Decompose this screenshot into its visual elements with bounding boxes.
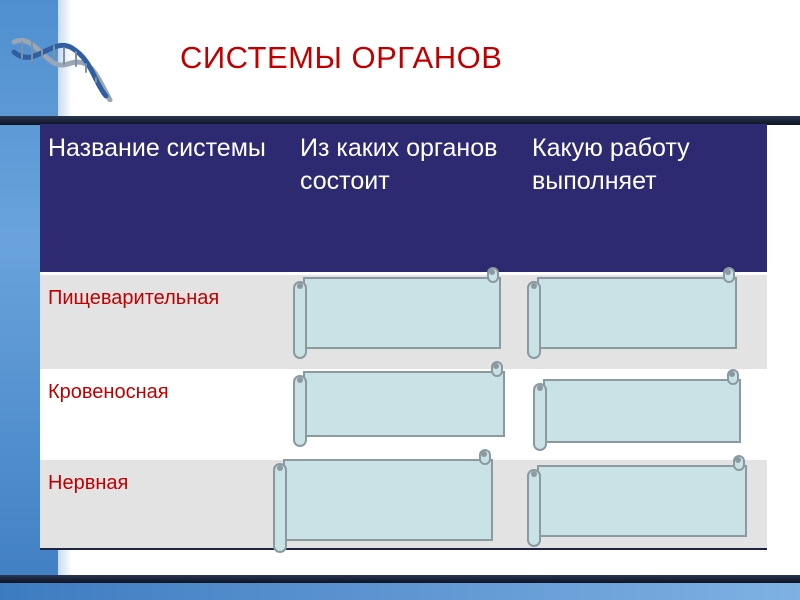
scroll-placeholder-circulatory-organs[interactable] xyxy=(292,358,508,448)
row-label-nervous: Нервная xyxy=(48,472,129,494)
header-function: Какую работу выполняет xyxy=(532,134,690,195)
scroll-placeholder-nervous-organs[interactable] xyxy=(272,446,496,554)
row-label-digestive: Пищеварительная xyxy=(48,287,220,309)
dna-helix-icon xyxy=(11,37,113,102)
footer-divider-bar xyxy=(0,575,800,583)
row-label-circulatory: Кровеносная xyxy=(48,381,169,403)
scroll-placeholder-digestive-function[interactable] xyxy=(526,264,740,360)
footer-band xyxy=(0,583,800,600)
title-band xyxy=(72,0,800,118)
slide-title: СИСТЕМЫ ОРГАНОВ xyxy=(180,40,503,75)
scroll-placeholder-circulatory-function[interactable] xyxy=(532,366,744,452)
header-system-name: Название системы xyxy=(48,134,266,162)
header-organs: Из каких органов состоит xyxy=(300,134,498,195)
scroll-placeholder-digestive-organs[interactable] xyxy=(292,264,504,360)
header-divider-bar xyxy=(0,116,800,125)
table-header: Название системы Из каких органов состои… xyxy=(40,124,767,275)
scroll-placeholder-nervous-function[interactable] xyxy=(526,452,750,548)
